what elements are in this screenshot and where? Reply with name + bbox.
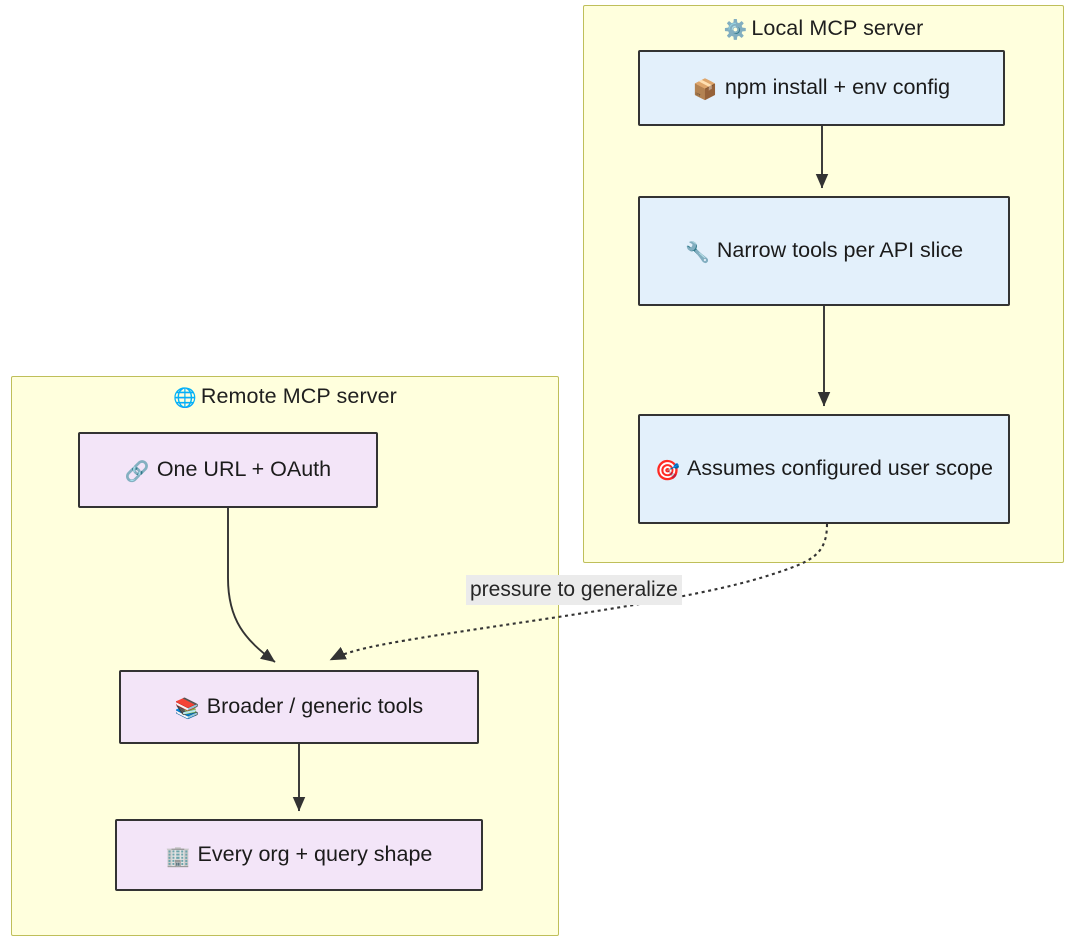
gear-icon: ⚙️ [723, 20, 748, 41]
node-oneurl-label: One URL + OAuth [156, 456, 332, 481]
subgraph-remote-title: 🌐Remote MCP server [11, 384, 559, 410]
target-icon: 🎯 [655, 459, 680, 482]
node-broader-label: Broader / generic tools [206, 693, 424, 718]
subgraph-remote-title-text: Remote MCP server [200, 384, 397, 408]
node-every-org-query-shape[interactable]: 🏢 Every org + query shape [115, 819, 483, 891]
node-narrow-tools-per-api-slice[interactable]: 🔧 Narrow tools per API slice [638, 196, 1010, 306]
subgraph-local-title-text: Local MCP server [751, 16, 924, 40]
subgraph-local-title: ⚙️Local MCP server [583, 16, 1064, 42]
wrench-icon: 🔧 [684, 241, 710, 264]
node-narrow-label: Narrow tools per API slice [716, 237, 964, 262]
node-broader-generic-tools[interactable]: 📚 Broader / generic tools [119, 670, 479, 744]
books-icon: 📚 [174, 697, 200, 720]
node-assumes-configured-user-scope[interactable]: 🎯 Assumes configured user scope [638, 414, 1010, 524]
office-building-icon: 🏢 [165, 845, 191, 868]
node-everyorg-label: Every org + query shape [197, 841, 433, 866]
link-icon: 🔗 [124, 460, 150, 483]
edge-label-pressure-to-generalize: pressure to generalize [466, 575, 682, 606]
node-assumes-label: Assumes configured user scope [686, 455, 993, 480]
node-one-url-oauth[interactable]: 🔗 One URL + OAuth [78, 432, 378, 508]
node-npm-install-env-config[interactable]: 📦 npm install + env config [638, 50, 1005, 126]
node-npm-label: npm install + env config [724, 74, 951, 99]
package-icon: 📦 [692, 78, 718, 101]
globe-icon: 🌐 [173, 388, 197, 409]
